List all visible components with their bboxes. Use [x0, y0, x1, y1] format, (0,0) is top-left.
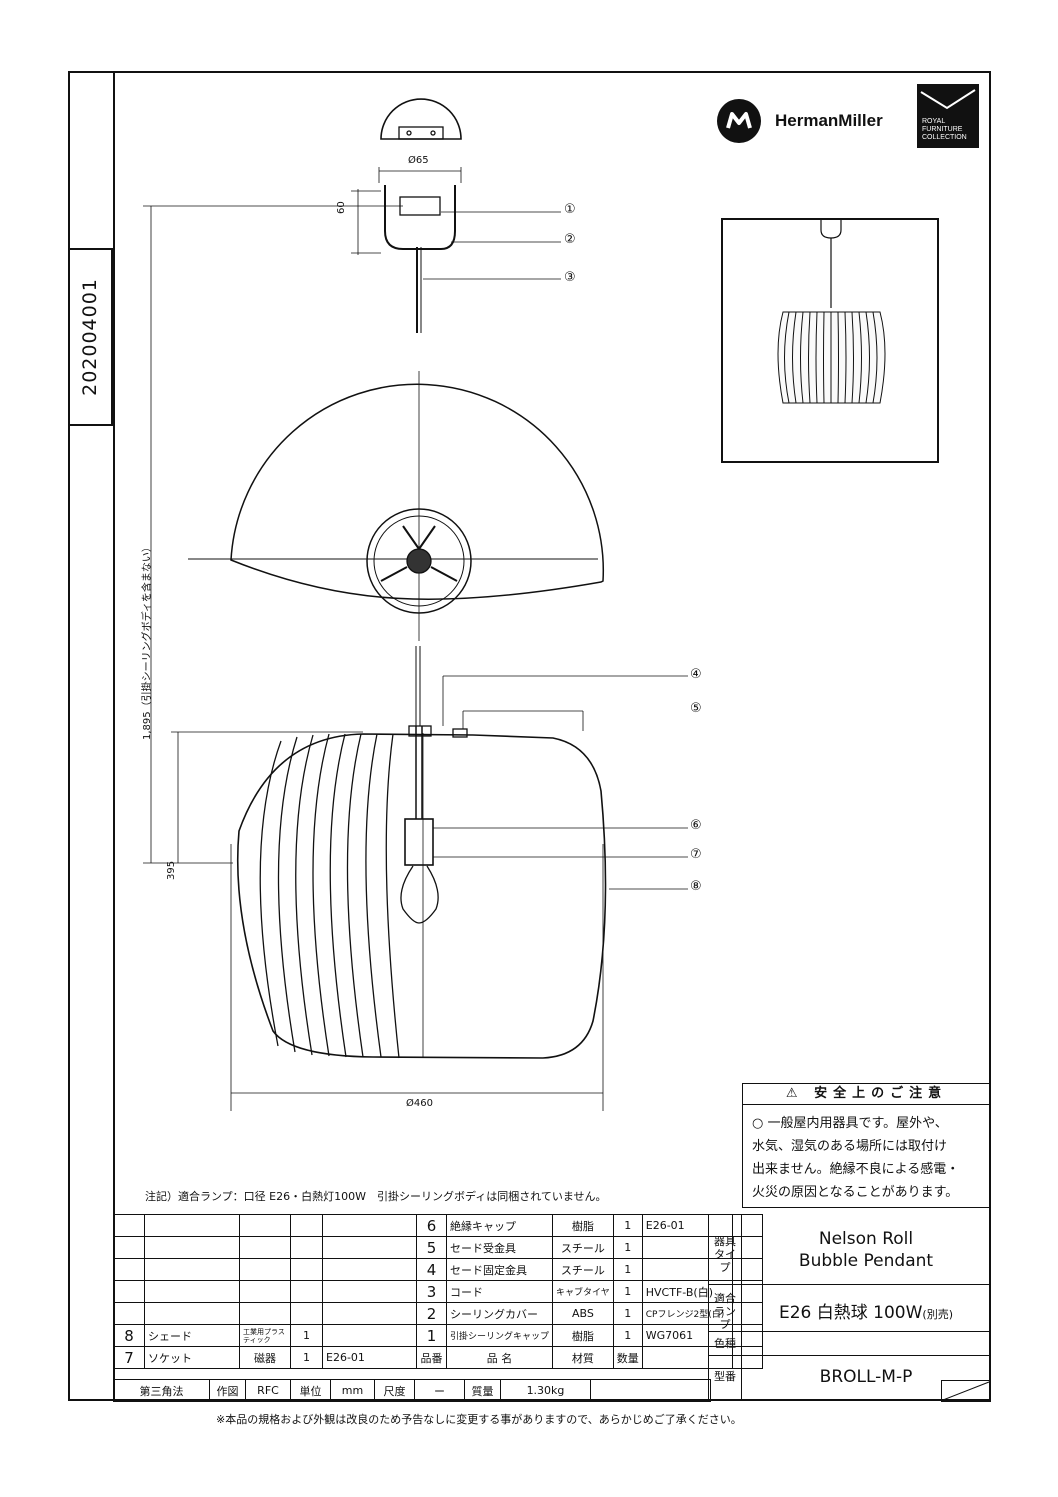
safety-title: ⚠ 安全上のご注意	[742, 1083, 991, 1105]
dim-cap-diameter: Ø65	[408, 155, 429, 166]
collection-line-2: FURNITURE	[922, 126, 963, 133]
lamp-label: 適合ランプ	[714, 1292, 736, 1331]
lamp-value: E26 白熱球 100W(別売)	[778, 1303, 954, 1323]
product-photo-illustration	[777, 220, 886, 404]
footer-note: ※本品の規格および外観は改良のため予告なしに変更する事がありますので、あらかじめ…	[216, 1413, 742, 1426]
callout-2: ②	[564, 232, 576, 247]
shade-side-view	[236, 725, 607, 1059]
safety-line-3: 出来ません。絶縁不良による感電・	[752, 1162, 960, 1177]
parts-row: 6 絶縁キャップ 樹脂 1 E26-01	[113, 1214, 763, 1237]
type-value-line-1: Nelson Roll	[818, 1229, 914, 1249]
header-part-no: 品番	[416, 1346, 447, 1369]
callout-6: ⑥	[690, 818, 702, 833]
parts-row: 8 シェード 工業用プラスティック 1 1 引掛シーリングキャップ 樹脂 1 W…	[113, 1324, 763, 1347]
royal-roof-icon	[920, 89, 976, 110]
header-material: 材質	[552, 1346, 614, 1369]
collection-line-1: ROYAL	[922, 118, 946, 125]
type-label: 器具タイプ	[714, 1235, 736, 1274]
header-qty: 数量	[612, 1346, 643, 1369]
model-value: BROLL-M-P	[819, 1367, 913, 1387]
safety-notice	[742, 1083, 991, 1208]
dim-shade-height: 395	[166, 860, 177, 880]
side-panel	[708, 1214, 991, 1401]
type-value: Nelson Roll Bubble Pendant	[741, 1228, 991, 1272]
callout-8: ⑧	[690, 879, 702, 894]
technical-drawing	[143, 98, 688, 1111]
safety-line-1: ○ 一般屋内用器具です。屋外や、	[752, 1116, 948, 1131]
parts-row: 2 シーリングカバー ABS 1 CPフレンジ2型(白)	[113, 1302, 763, 1325]
parts-row: 7 ソケット 磁器 1 E26-01 品番 品 名 材質 数量	[113, 1346, 763, 1369]
parts-row: 3 コード キャブタイヤ 1 HVCTF-B(白)	[113, 1280, 763, 1303]
color-label: 色種	[714, 1337, 736, 1350]
bottom-info-row: 第三角法 作図 RFC 単位 mm 尺度 ー 質量 1.30kg	[113, 1379, 711, 1402]
safety-line-4: 火災の原因となることがあります。	[752, 1185, 959, 1200]
safety-line-2: 水気、湿気のある場所には取付け	[752, 1139, 948, 1154]
product-photo	[721, 218, 939, 463]
royal-furniture-logo: ROYAL FURNITURE COLLECTION	[917, 84, 979, 148]
header-part-name: 品 名	[445, 1346, 554, 1369]
model-label: 型番	[714, 1370, 736, 1383]
title-block-table: 6 絶縁キャップ 樹脂 1 E26-01 5 セード受金具 スチール 1 4 セ…	[113, 1214, 763, 1369]
type-value-line-2: Bubble Pendant	[798, 1251, 934, 1271]
parts-row: 5 セード受金具 スチール 1	[113, 1236, 763, 1259]
collection-line-3: COLLECTION	[922, 134, 967, 141]
dim-total-height: 1,895（引掛シーリングボディを含まない）	[142, 542, 153, 740]
parts-row: 4 セード固定金具 スチール 1	[113, 1258, 763, 1281]
callout-1: ①	[564, 202, 576, 217]
dim-shade-diameter: Ø460	[406, 1098, 433, 1109]
doc-id: 202004001	[79, 278, 101, 396]
cap-side-view	[351, 167, 462, 333]
dim-cap-height: 60	[336, 201, 347, 214]
doc-id-box	[68, 248, 113, 426]
callout-7: ⑦	[690, 847, 702, 862]
revision-triangle-icon	[941, 1380, 991, 1402]
drawing-left-margin	[68, 71, 113, 1401]
callout-5: ⑤	[690, 701, 702, 716]
safety-text: ○ 一般屋内用器具です。屋外や、 水気、湿気のある場所には取付け 出来ません。絶…	[752, 1112, 987, 1204]
shade-plan-view	[188, 371, 605, 641]
callout-3: ③	[564, 270, 576, 285]
callout-4: ④	[690, 667, 702, 682]
hermanmiller-logo-icon	[717, 99, 761, 143]
brand-name: HermanMiller	[775, 111, 883, 130]
cap-top-view	[380, 98, 462, 140]
lamp-note: 注記）適合ランプ：口径 E26・白熱灯100W 引掛シーリングボディは同梱されて…	[145, 1190, 607, 1203]
